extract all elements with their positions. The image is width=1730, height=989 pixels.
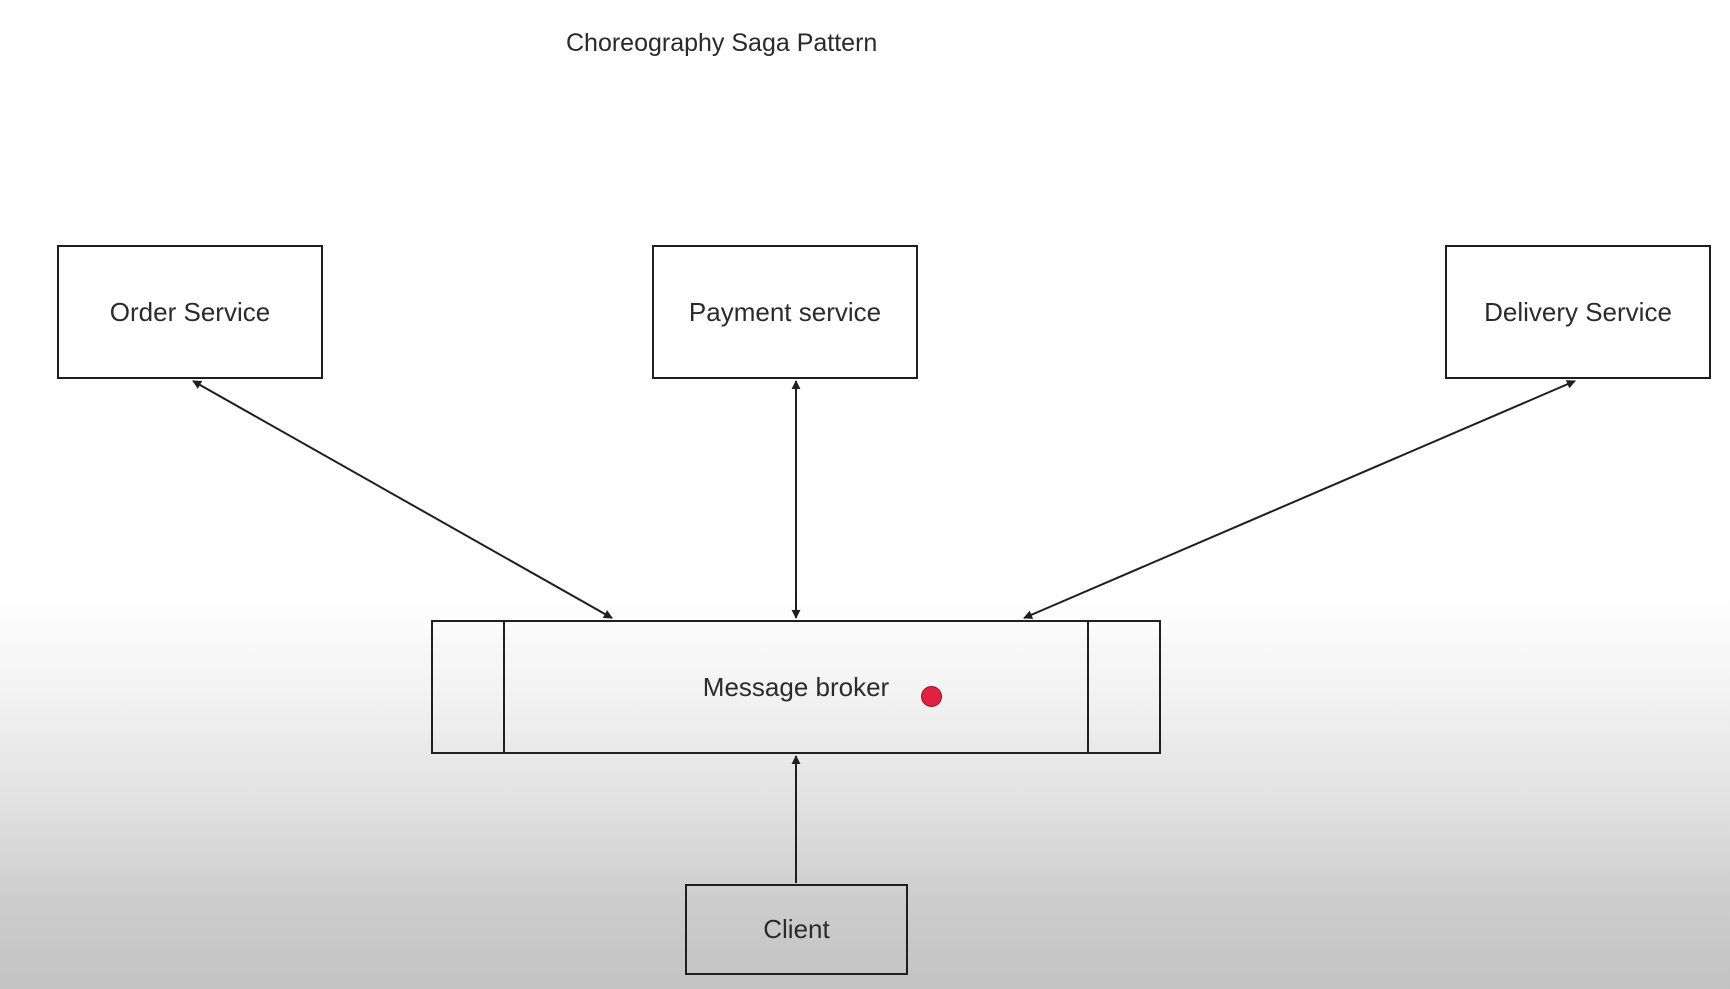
payment-service-node[interactable]: Payment service [652,245,918,379]
client-node[interactable]: Client [685,884,908,975]
broker-right-segment [1087,622,1159,752]
broker-left-segment [433,622,505,752]
message-broker-label: Message broker [702,671,890,702]
edge-order-broker [192,380,613,619]
diagram-title: Choreography Saga Pattern [566,29,878,57]
order-service-label: Order Service [109,296,271,327]
delivery-service-label: Delivery Service [1484,296,1672,327]
message-broker-node[interactable]: Message broker [431,620,1161,754]
delivery-service-node[interactable]: Delivery Service [1445,245,1711,379]
client-label: Client [763,914,830,944]
payment-service-label: Payment service [688,296,882,327]
pointer-dot [921,686,942,707]
order-service-node[interactable]: Order Service [57,245,323,379]
edge-delivery-broker [1023,380,1576,619]
